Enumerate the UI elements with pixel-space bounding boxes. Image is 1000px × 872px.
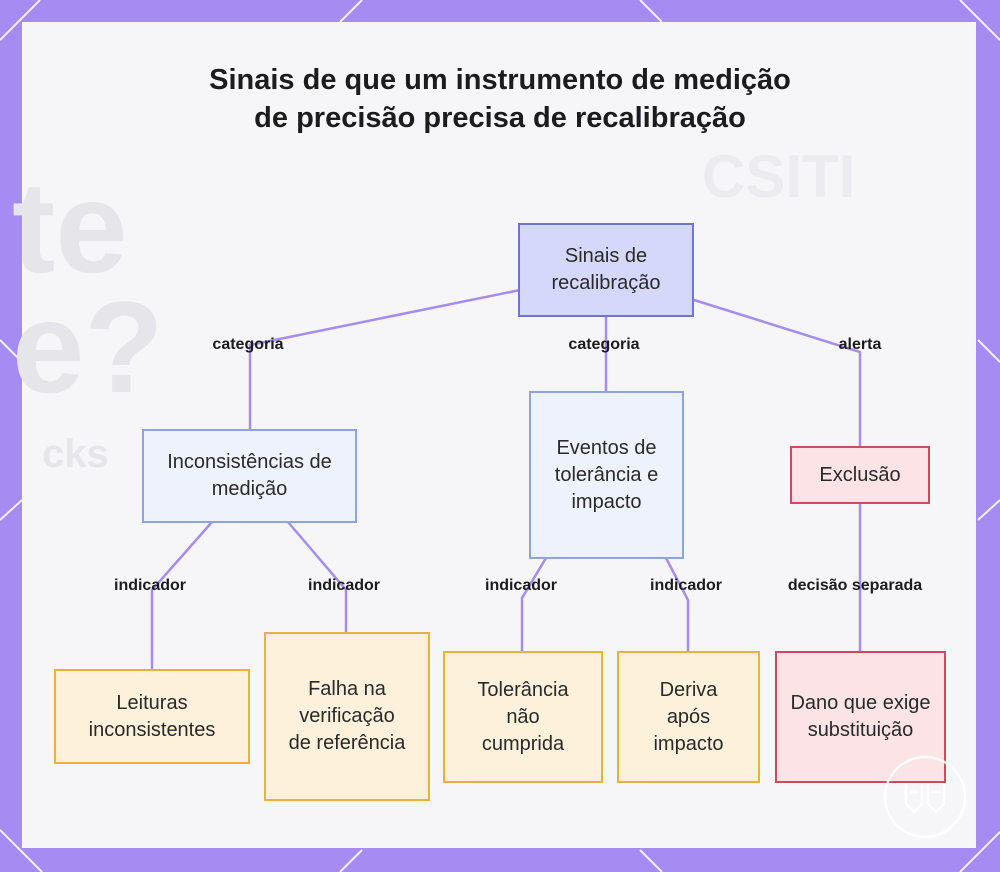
node-label: Inconsistências de medição bbox=[156, 449, 343, 503]
edge-inconsistencias-leituras bbox=[152, 522, 212, 670]
node-leituras-inconsistentes: Leituras inconsistentes bbox=[54, 669, 250, 764]
edge-label-decisao-separada: decisão separada bbox=[788, 577, 922, 595]
edge-eventos-deriva bbox=[666, 558, 688, 652]
edge-root-inconsistencias bbox=[250, 290, 520, 430]
node-label: Tolerância não cumprida bbox=[467, 677, 579, 758]
node-sinais-recalibracao: Sinais de recalibração bbox=[518, 223, 694, 317]
node-eventos-tolerancia-impacto: Eventos de tolerância e impacto bbox=[529, 391, 684, 559]
node-label: Leituras inconsistentes bbox=[68, 690, 236, 744]
edge-label-categoria: categoria bbox=[212, 336, 283, 354]
edge-label-indicador: indicador bbox=[308, 577, 380, 595]
edge-root-exclusao bbox=[694, 300, 860, 447]
edge-eventos-tolerancia bbox=[522, 558, 546, 652]
edge-label-indicador: indicador bbox=[114, 577, 186, 595]
node-falha-verificacao-referencia: Falha na verificação de referência bbox=[264, 632, 430, 801]
brand-logo-icon bbox=[882, 754, 968, 840]
node-label: Exclusão bbox=[819, 462, 900, 489]
node-inconsistencias-medicao: Inconsistências de medição bbox=[142, 429, 357, 523]
edge-label-indicador: indicador bbox=[650, 577, 722, 595]
node-deriva-apos-impacto: Deriva após impacto bbox=[617, 651, 760, 783]
node-label: Deriva após impacto bbox=[645, 677, 732, 758]
edge-label-indicador: indicador bbox=[485, 577, 557, 595]
node-tolerancia-nao-cumprida: Tolerância não cumprida bbox=[443, 651, 603, 783]
node-label: Sinais de recalibração bbox=[532, 243, 680, 297]
node-label: Falha na verificação de referência bbox=[286, 676, 408, 757]
node-label: Dano que exige substituição bbox=[789, 690, 932, 744]
node-label: Eventos de tolerância e impacto bbox=[549, 435, 664, 516]
node-exclusao: Exclusão bbox=[790, 446, 930, 504]
edge-label-alerta: alerta bbox=[839, 336, 882, 354]
edge-label-categoria: categoria bbox=[568, 336, 639, 354]
